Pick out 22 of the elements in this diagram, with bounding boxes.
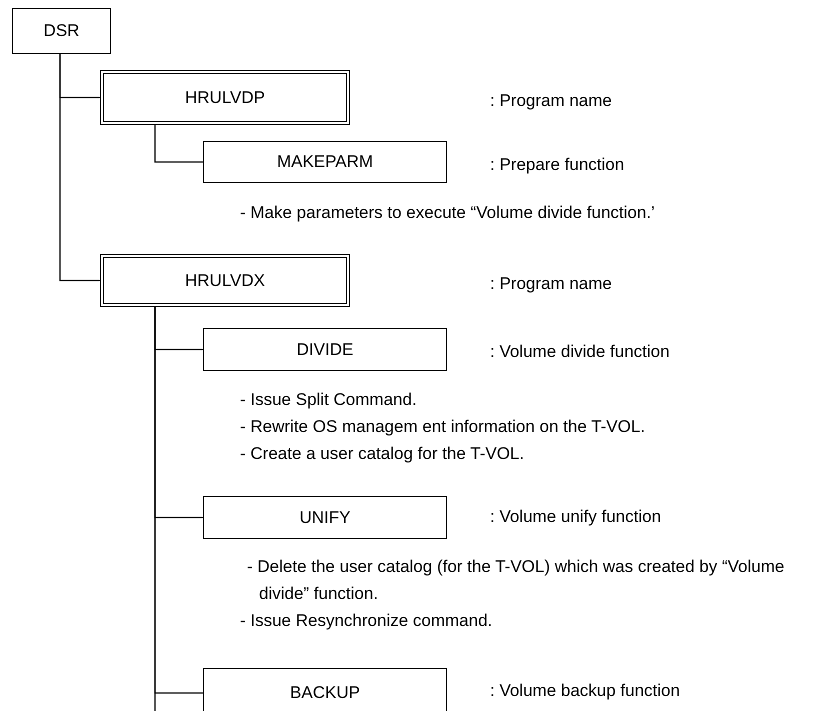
description-text: - Create a user catalog for the T-VOL.	[240, 443, 524, 465]
description-text: - Rewrite OS managem ent information on the T-VOL.	[240, 416, 646, 438]
role-note: : Prepare function	[490, 154, 624, 176]
role-note: : Volume backup function	[490, 680, 680, 702]
function-box: BACKUP	[203, 668, 447, 711]
description-text: - Delete the user catalog (for the T-VOL) which was created by “Volume divide” function.	[246, 556, 786, 605]
role-note: : Volume divide function	[490, 341, 670, 363]
role-note: : Program name	[490, 90, 612, 112]
program-box: HRULVDP	[100, 70, 350, 125]
function-box: MAKEPARM	[203, 141, 447, 183]
description-text: - Make parameters to execute “Volume divide function.’	[240, 202, 655, 224]
role-note: : Program name	[490, 273, 612, 295]
function-box: UNIFY	[203, 496, 447, 539]
program-box: HRULVDX	[100, 254, 350, 307]
connector-line	[59, 54, 100, 282]
description-text: - Issue Resynchronize command.	[240, 610, 492, 632]
role-note: : Volume unify function	[490, 506, 662, 528]
description-text: - Issue Split Command.	[240, 389, 417, 411]
function-box: DSR	[12, 8, 111, 54]
function-box: DIVIDE	[203, 328, 447, 371]
connector-line	[154, 307, 156, 711]
connector-line	[154, 125, 203, 163]
